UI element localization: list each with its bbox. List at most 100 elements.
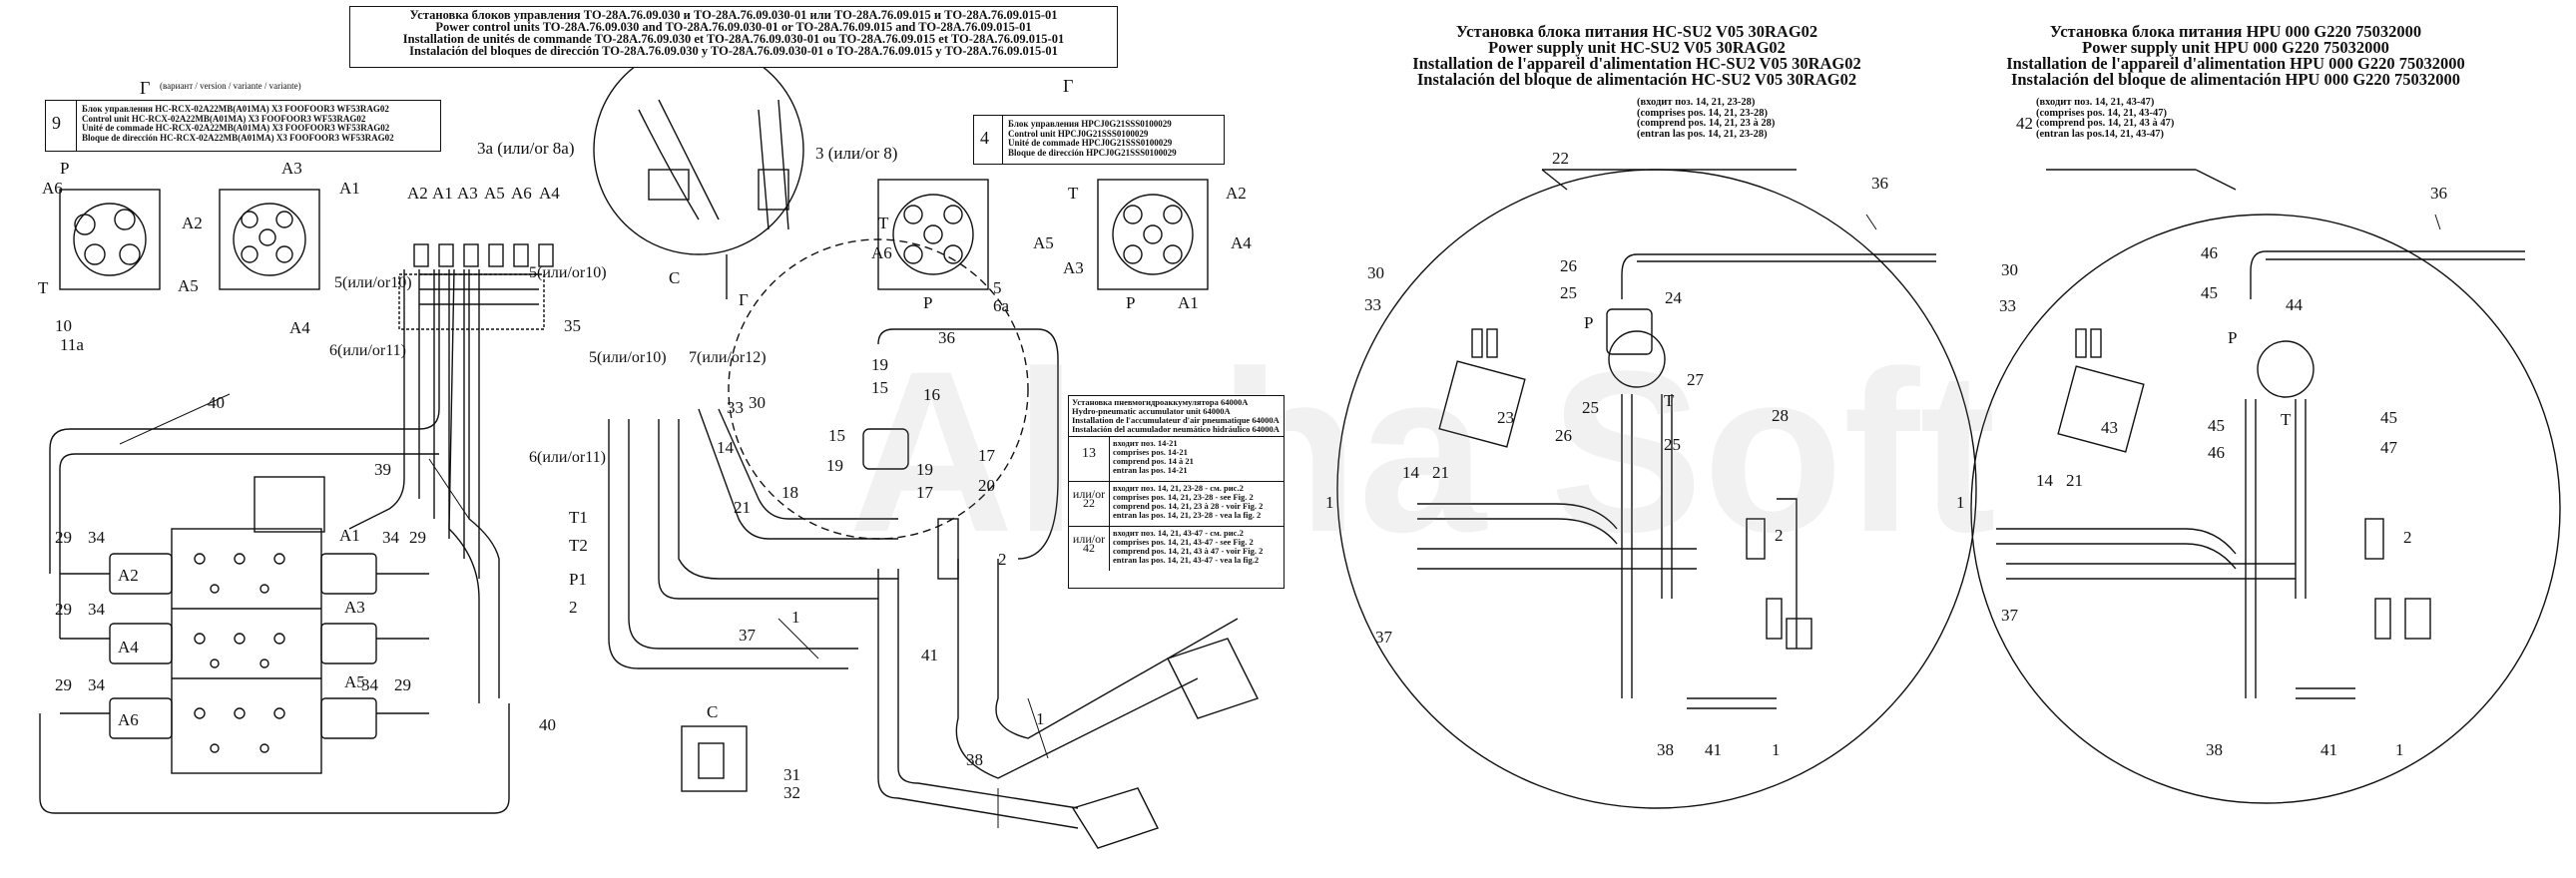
top-port-a2: A2 [407, 184, 428, 203]
section-c-ref-1: 31 [783, 765, 800, 784]
nozzle-bottom [1071, 787, 1159, 849]
hpu-label-43: 43 [2101, 418, 2118, 437]
va-10-label: 10 [55, 316, 72, 335]
accum-row-line: entran las pos. 14, 21, 43-47 - vea la f… [1113, 555, 1260, 565]
variant-right-line: Bloque de dirección HPCJ0G21SSS0100029 [1008, 147, 1177, 158]
hpu-label-36: 36 [2430, 184, 2447, 203]
section-c [681, 725, 748, 792]
label-33: 33 [727, 398, 744, 417]
port-fittings-row [413, 243, 554, 267]
label-3-or-8: 3 (или/or 8) [815, 144, 898, 163]
accum-header-line: Installation de l'accumulateur d'air pne… [1072, 415, 1280, 425]
hpu-title-line-3: Installation de l'appareil d'alimentatio… [2006, 54, 2465, 73]
accum-row-line: входит поз. 14, 21, 23-28 - см. рис.2 [1113, 483, 1244, 493]
hc-sub-line: (comprises pos. 14, 21, 23-28) [1637, 107, 1768, 119]
variant-left-line: Блок управления HC-RCX-02А22МВ(А01МА) X3… [82, 104, 389, 114]
main-title-line-1: Установка блоков управления ТО-28А.76.09… [409, 8, 1058, 22]
v4-p2: P [1126, 293, 1136, 312]
hc-label-24: 24 [1665, 288, 1682, 307]
label-40-b: 40 [539, 715, 556, 734]
hc-title-line-2: Power supply unit HC-SU2 V05 30RAG02 [1488, 38, 1786, 57]
variant-right-header: Г [1063, 76, 1074, 96]
label-38: 38 [966, 750, 983, 769]
hpu-title-line-4: Instalación del bloque de alimentación H… [2010, 70, 2461, 89]
top-port-a5: A5 [484, 184, 505, 203]
label-34: 34 [88, 528, 105, 547]
hc-label-27: 27 [1687, 370, 1704, 389]
hpu-label-44: 44 [2286, 295, 2303, 314]
accumulator-table: Установка пневмогидроаккумулятора 64000А… [1068, 395, 1285, 589]
label-41: 41 [921, 646, 938, 664]
accum-row-ref: 13 [1069, 437, 1110, 481]
label-t2: T2 [569, 536, 588, 555]
va-a4-label: A4 [289, 318, 310, 337]
variant-left-line: Unité de commade HC-RCX-02A22MB(A01MA) X… [82, 123, 390, 133]
hc-label-1: 1 [1325, 493, 1334, 512]
section-c-ref-2: 32 [783, 783, 800, 802]
hpu-label-45b: 45 [2208, 416, 2225, 435]
hc-label-30: 30 [1367, 263, 1384, 282]
variant-right-line: Control unit HPCJ0G21SSS0100029 [1008, 128, 1149, 139]
main-title-line-4: Instalación del bloques de dirección TO-… [409, 44, 1058, 58]
label-17: 17 [978, 446, 995, 465]
label-40: 40 [208, 393, 225, 412]
label-16: 16 [923, 385, 940, 404]
label-19-c: 19 [916, 460, 933, 479]
hc-label-37: 37 [1375, 628, 1392, 647]
label-29-d: 29 [55, 675, 72, 694]
label-2: 2 [998, 550, 1007, 569]
hc-label-1b: 1 [1772, 740, 1781, 759]
hc-title-line-3: Installation de l'appareil d'alimentatio… [1412, 54, 1861, 73]
hc-label-38: 38 [1657, 740, 1674, 759]
hc-label-28: 28 [1772, 406, 1789, 425]
valve-block-assembly [109, 476, 377, 774]
label-t1: T1 [569, 508, 588, 527]
nozzle-top [1167, 638, 1259, 719]
v4-a3: A3 [1063, 258, 1084, 277]
hc-sub-line: (comprend pos. 14, 21, 23 à 28) [1637, 118, 1776, 129]
hpu-label-p: P [2228, 328, 2238, 347]
port-a4: A4 [118, 638, 139, 657]
label-17-b: 17 [916, 483, 933, 502]
variant-left-lines: Блок управления HC-RCX-02А22МВ(А01МА) X3… [82, 104, 394, 143]
variant-4-views [877, 179, 1209, 290]
label-29-e: 29 [394, 675, 411, 694]
hpu-label-38: 38 [2206, 740, 2223, 759]
hpu-label-46b: 46 [2208, 443, 2225, 462]
label-20: 20 [978, 476, 995, 495]
accum-row-ref: или/or 22 [1069, 482, 1110, 526]
label-34-b: 34 [382, 528, 399, 547]
va-t-label: T [38, 278, 49, 297]
v4-5: 5 [993, 278, 1002, 297]
hpu-sub-line: (входит поз. 14, 21, 43-47) [2036, 97, 2155, 108]
hc-sub-line: (входит поз. 14, 21, 23-28) [1637, 97, 1756, 108]
hpu-label-1b: 1 [2395, 740, 2404, 759]
accum-row-line: входит поз. 14-21 [1113, 438, 1178, 448]
label-p1: P1 [569, 570, 587, 589]
label-1: 1 [791, 608, 800, 627]
hc-label-25c: 25 [1664, 435, 1681, 454]
label-34-c: 34 [88, 600, 105, 619]
variant-left-line: Bloque de dirección HC-RCX-02A22MB(A01MA… [82, 132, 394, 143]
hc-title: Установка блока питания HC-SU2 V05 30RAG… [1392, 23, 1881, 88]
hc-label-21: 21 [1432, 463, 1449, 482]
label-19-b: 19 [826, 456, 843, 475]
hpu-title-line-2: Power supply unit HPU 000 G220 75032000 [2082, 38, 2389, 57]
variant-right-box: 4 Блок управления HPCJ0G21SSS0100029 Con… [973, 115, 1225, 165]
label-35: 35 [564, 316, 581, 335]
hpu-label-37: 37 [2001, 606, 2018, 625]
label-5-or-10-b: 5(или/or10) [529, 264, 607, 281]
hc-sub: (входит поз. 14, 21, 23-28) (comprises p… [1637, 97, 1776, 140]
va-a1-label: A1 [339, 179, 360, 198]
label-34-e: 34 [361, 675, 378, 694]
port-a2: A2 [118, 566, 139, 585]
accum-row-line: entran las pos. 14, 21, 23-28 - vea la f… [1113, 510, 1262, 520]
label-c: C [669, 268, 681, 287]
variant-left-box: 9 Блок управления HC-RCX-02А22МВ(А01МА) … [45, 100, 441, 152]
hpu-label-1: 1 [1956, 493, 1965, 512]
variant-right-line: Unité de commade HPCJ0G21SSS0100029 [1008, 138, 1173, 148]
port-a5: A5 [344, 672, 365, 691]
accum-row: 13 входит поз. 14-21 comprises pos. 14-2… [1069, 437, 1284, 482]
